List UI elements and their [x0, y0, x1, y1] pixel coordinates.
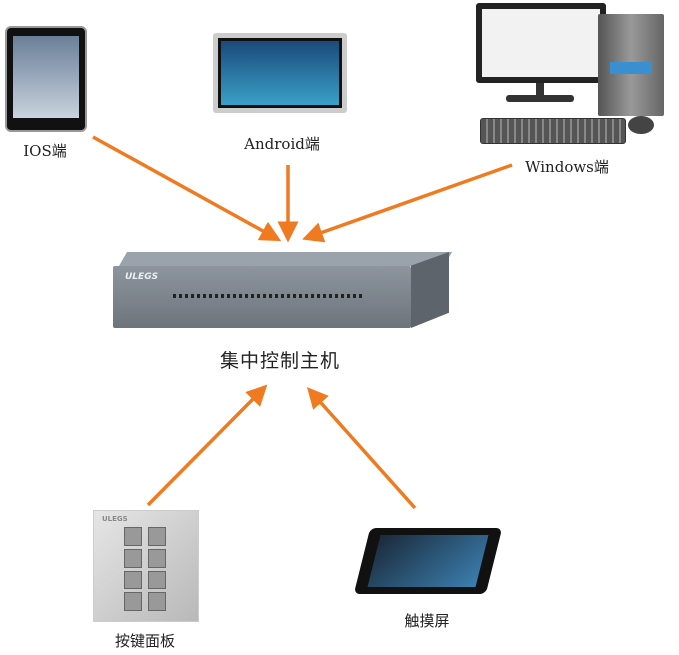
keypad-panel-icon: ULEGS [93, 510, 199, 622]
android-tablet-icon [213, 33, 347, 113]
windows-label: Windows端 [525, 158, 609, 176]
ios-label: IOS端 [23, 142, 67, 160]
arrow-keypad-to-host [146, 384, 268, 507]
host-brand: ULEGS [125, 272, 159, 282]
keypad-label: 按键面板 [114, 632, 176, 650]
arrow-touch-to-host [307, 387, 417, 510]
android-label: Android端 [244, 135, 320, 153]
ipad-icon [5, 26, 87, 132]
touch-label: 触摸屏 [404, 612, 450, 630]
rack-controller-icon: ULEGS [113, 252, 453, 332]
keypad-brand: ULEGS [102, 515, 128, 523]
touch-screen-icon [353, 528, 503, 594]
arrow-ios-to-host [92, 135, 282, 242]
host-label: 集中控制主机 [219, 350, 341, 372]
arrow-windows-to-host [302, 163, 513, 243]
